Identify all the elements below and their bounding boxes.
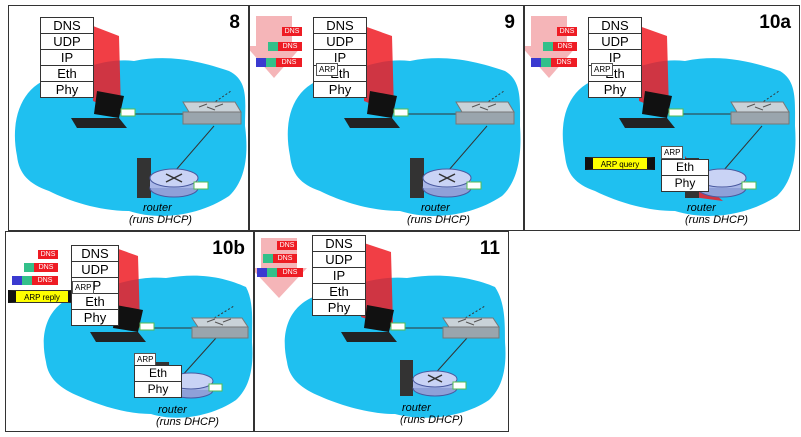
nic-connector-icon	[668, 108, 684, 117]
layer-dns: DNS	[72, 246, 118, 262]
layer-udp: UDP	[72, 262, 118, 278]
layer-eth: Eth	[72, 294, 118, 310]
layer-udp: UDP	[41, 34, 93, 50]
panel-step-9: 9 DNS DNS DNS DNS UDP IP Eth Phy ARP rou…	[249, 5, 524, 231]
step-number: 10b	[212, 238, 245, 259]
dns-packet: DNS	[557, 27, 577, 36]
layer-eth: Eth	[41, 66, 93, 82]
udp-packet: DNS	[543, 42, 577, 51]
step-number: 10a	[759, 12, 791, 33]
dns-packet: DNS	[38, 250, 58, 259]
layer-ip: IP	[314, 50, 366, 66]
router-caption: router (runs DHCP)	[129, 202, 192, 226]
dns-packet: DNS	[282, 27, 302, 36]
udp-packet: DNS	[268, 42, 302, 51]
layer-eth: Eth	[662, 160, 708, 176]
layer-udp: UDP	[314, 34, 366, 50]
layer-ip: IP	[313, 268, 365, 284]
laptop-icon	[71, 91, 127, 128]
layer-phy: Phy	[83, 310, 107, 325]
arp-tag: ARP	[72, 281, 95, 294]
ip-packet: DNS	[12, 276, 58, 285]
dns-packet: DNS	[277, 241, 297, 250]
layer-eth: Eth	[313, 284, 365, 300]
arp-tag: ARP	[591, 63, 614, 76]
panel-step-8: 8 DNS UDP IP Eth Phy router (runs DHCP)	[8, 5, 249, 231]
layer-ip: IP	[41, 50, 93, 66]
ip-packet: DNS	[531, 58, 577, 67]
arp-tag: ARP	[316, 63, 339, 76]
layer-phy: Phy	[603, 82, 627, 97]
router-arp-tag: ARP	[661, 146, 684, 159]
nic-connector-icon	[139, 322, 155, 331]
network-cloud	[525, 16, 796, 216]
router-icon	[137, 158, 209, 198]
nic-connector-icon	[390, 322, 406, 331]
laptop-icon	[619, 91, 675, 128]
ip-packet: DNS	[256, 58, 302, 67]
nic-connector-icon	[393, 108, 409, 117]
switch-icon	[455, 101, 515, 125]
router-icon	[410, 158, 482, 198]
layer-udp: UDP	[589, 34, 641, 50]
client-protocol-stack: DNS UDP IP Eth Phy	[588, 17, 642, 98]
router-caption: router (runs DHCP)	[407, 202, 470, 226]
client-protocol-stack: DNS UDP IP Eth Phy	[40, 17, 94, 98]
client-protocol-stack: DNS UDP IP Eth Phy	[71, 245, 119, 326]
router-caption: router (runs DHCP)	[400, 402, 463, 426]
step-number: 8	[229, 12, 240, 33]
panel-step-10a: 10a DNS DNS DNS DNS UDP IP Eth Phy ARP A…	[524, 5, 800, 231]
network-cloud	[43, 246, 253, 418]
layer-dns: DNS	[313, 236, 365, 252]
switch-icon	[191, 317, 249, 339]
nic-connector-icon	[120, 108, 136, 117]
layer-phy: Phy	[328, 82, 352, 97]
layer-udp: UDP	[313, 252, 365, 268]
layer-phy: Phy	[674, 176, 696, 190]
layer-phy: Phy	[147, 382, 169, 396]
router-caption: router (runs DHCP)	[685, 202, 748, 226]
ip-packet: DNS	[257, 268, 303, 277]
layer-phy: Phy	[327, 300, 351, 315]
router-icon	[400, 360, 467, 397]
laptop-icon	[344, 91, 400, 128]
router-protocol-stack: Eth Phy	[134, 365, 182, 398]
layer-phy: Phy	[55, 82, 79, 97]
layer-dns: DNS	[589, 18, 641, 34]
udp-packet: DNS	[24, 263, 58, 272]
layer-eth: Eth	[135, 366, 181, 382]
switch-icon	[730, 101, 790, 125]
switch-icon	[442, 317, 500, 339]
arp-query-frame: ARP query	[585, 157, 655, 170]
router-caption: router (runs DHCP)	[156, 404, 219, 428]
client-protocol-stack: DNS UDP IP Eth Phy	[313, 17, 367, 98]
client-protocol-stack: DNS UDP IP Eth Phy	[312, 235, 366, 316]
panel-step-10b: 10b DNS DNS DNS ARP reply DNS UDP IP Eth…	[5, 231, 254, 432]
layer-dns: DNS	[314, 18, 366, 34]
layer-dns: DNS	[41, 18, 93, 34]
switch-icon	[182, 101, 242, 125]
panel-step-11: 11 DNS DNS DNS DNS UDP IP Eth Phy router…	[254, 231, 509, 432]
step-number: 9	[504, 12, 515, 33]
layer-ip: IP	[589, 50, 641, 66]
router-protocol-stack: Eth Phy	[661, 159, 709, 192]
arp-reply-frame: ARP reply	[8, 290, 76, 303]
laptop-icon	[341, 305, 397, 342]
laptop-icon	[90, 305, 146, 342]
step-number: 11	[479, 238, 500, 259]
udp-packet: DNS	[263, 254, 297, 263]
network-cloud	[250, 16, 521, 216]
